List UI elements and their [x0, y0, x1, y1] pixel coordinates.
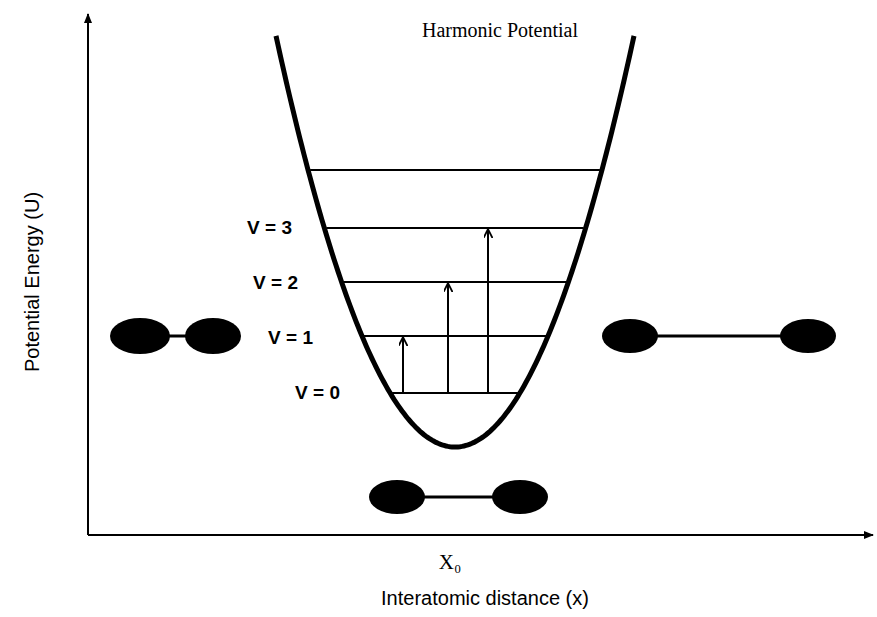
molecule-compressed — [110, 318, 241, 354]
energy-level-line — [326, 227, 583, 229]
axis-label: Potential Energy (U) — [21, 192, 43, 372]
axes — [88, 14, 873, 535]
level-label: V = 3 — [247, 218, 292, 239]
energy-level-line — [344, 281, 567, 283]
level-label: V = 0 — [295, 383, 340, 404]
molecule-stretched — [602, 319, 836, 353]
level-label: V = 1 — [268, 328, 313, 349]
molecule-equilibrium — [369, 480, 548, 514]
energy-level-line — [364, 335, 546, 337]
energy-levels — [310, 170, 600, 393]
axis-label: Interatomic distance (x) — [381, 587, 589, 609]
level-label: V = 2 — [253, 273, 298, 294]
energy-level-line — [310, 169, 600, 171]
axis-tick-label: X₀ — [439, 551, 462, 574]
diagram-title: Harmonic Potential — [422, 19, 578, 41]
energy-level-line — [392, 392, 518, 394]
potential-curve — [276, 36, 634, 447]
transition-arrows — [403, 230, 488, 393]
